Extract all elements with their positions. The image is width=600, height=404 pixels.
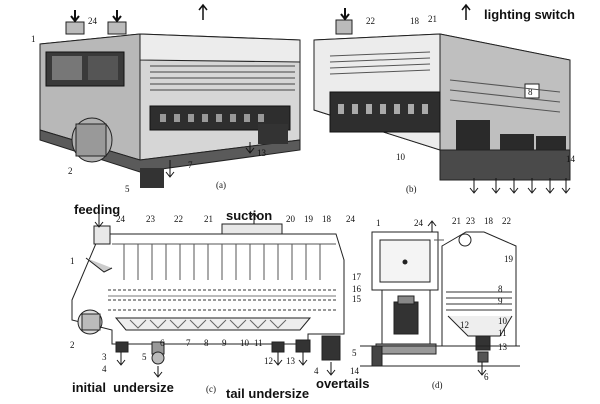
callout-a-2: 2 [68, 166, 73, 176]
callout-c-15: 15 [352, 294, 362, 304]
caption-overtails: overtails [316, 376, 369, 391]
callout-c-24b: 24 [346, 214, 356, 224]
callout-c-6: 6 [160, 338, 165, 348]
callout-d-1: 1 [376, 218, 381, 228]
panel-d-schematic [360, 220, 520, 376]
callout-b-18: 18 [410, 16, 420, 26]
panel-b-machine-illustration: 8 [313, 3, 571, 194]
callout-c-20: 20 [286, 214, 296, 224]
callout-b-22: 22 [366, 16, 375, 26]
callout-c-4: 4 [102, 364, 107, 374]
panel-d-label: (d) [432, 380, 443, 390]
callout-a-24: 24 [88, 16, 98, 26]
callout-c-11: 11 [254, 338, 263, 348]
callout-b-10: 10 [396, 152, 406, 162]
panel-b-label: (b) [406, 184, 417, 194]
callout-c-12: 12 [264, 356, 273, 366]
caption-feeding: feeding [74, 202, 120, 217]
callout-d-10: 10 [498, 316, 508, 326]
callout-c-14: 14 [350, 366, 360, 376]
callout-c-17: 17 [352, 272, 362, 282]
callout-c-21: 21 [204, 214, 213, 224]
callout-b-8: 8 [528, 87, 533, 97]
callout-a-5: 5 [125, 184, 130, 194]
callout-d-22: 22 [502, 216, 511, 226]
callout-c-3: 3 [102, 352, 107, 362]
callout-c-8: 8 [204, 338, 209, 348]
callout-d-21: 21 [452, 216, 461, 226]
callout-b-21: 21 [428, 14, 437, 24]
callout-d-18: 18 [484, 216, 494, 226]
callout-d-13: 13 [498, 342, 508, 352]
callout-d-11: 11 [498, 328, 507, 338]
caption-lighting-switch: lighting switch [484, 7, 575, 22]
panel-c-label: (c) [206, 384, 216, 394]
callout-d-5: 5 [352, 348, 357, 358]
callout-c-10: 10 [240, 338, 250, 348]
callout-c-5: 5 [142, 352, 147, 362]
panel-a-machine-illustration [39, 3, 301, 188]
callout-c-18: 18 [322, 214, 332, 224]
callout-a-1: 1 [31, 34, 36, 44]
callout-c-23: 23 [146, 214, 156, 224]
caption-suction: suction [226, 208, 272, 223]
callout-d-8: 8 [498, 284, 503, 294]
callout-c-2: 2 [70, 340, 75, 350]
callout-c-22: 22 [174, 214, 183, 224]
panel-c-schematic [71, 212, 345, 378]
callout-a-13: 13 [257, 148, 267, 158]
callout-c-13: 13 [286, 356, 296, 366]
panel-a-label: (a) [216, 180, 226, 190]
callout-c-4b: 4 [314, 366, 319, 376]
callout-d-19: 19 [504, 254, 514, 264]
callout-c-24: 24 [116, 214, 126, 224]
callout-d-23: 23 [466, 216, 476, 226]
callout-d-12: 12 [460, 320, 469, 330]
callout-a-7: 7 [188, 160, 193, 170]
caption-tail-undersize: tail undersize [226, 386, 309, 401]
callout-b-14: 14 [566, 154, 576, 164]
callout-c-1: 1 [70, 256, 75, 266]
callout-c-19: 19 [304, 214, 314, 224]
callout-c-9: 9 [222, 338, 227, 348]
callout-d-24: 24 [414, 218, 424, 228]
callout-c-7: 7 [186, 338, 191, 348]
caption-initial-undersize: initial undersize [72, 380, 174, 395]
callout-d-6: 6 [484, 372, 489, 382]
callout-d-9: 9 [498, 296, 503, 306]
callout-c-16: 16 [352, 284, 362, 294]
